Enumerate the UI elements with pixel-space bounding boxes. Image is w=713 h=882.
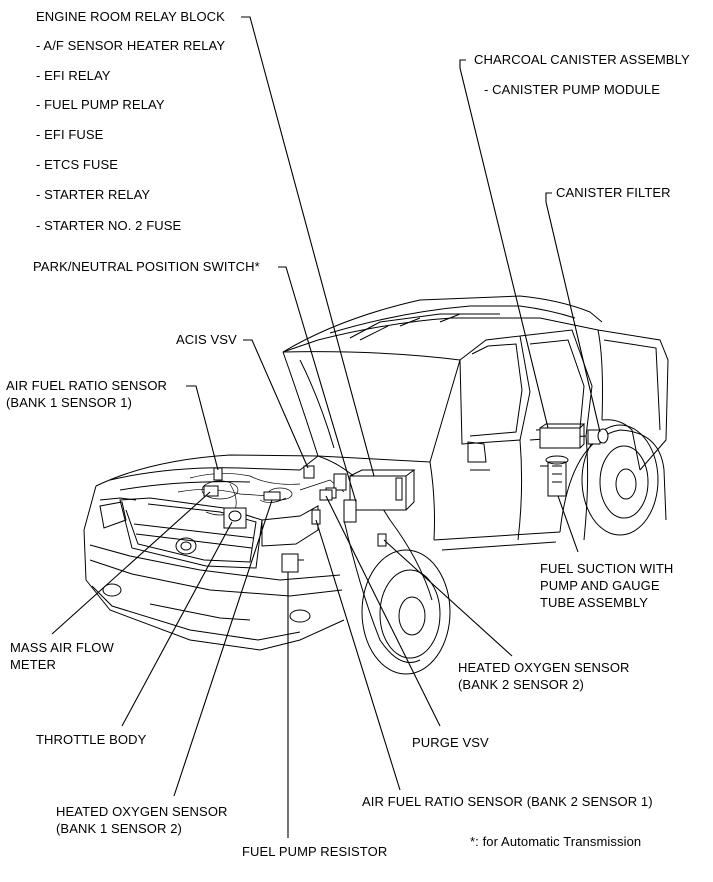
label-fuel-suction-line3: TUBE ASSEMBLY: [540, 595, 648, 610]
label-heated-o2-b2s2-line2: (BANK 2 SENSOR 2): [458, 677, 584, 692]
leader-heated-o2-b1s2: [173, 499, 273, 797]
maf-part: [203, 485, 219, 497]
label-purge-vsv: PURGE VSV: [412, 735, 489, 750]
leader-af-b2s1: [315, 519, 401, 791]
park-neutral-switch-part: [343, 499, 357, 523]
leader-fuel-suction: [557, 495, 579, 553]
label-maf-line2: METER: [10, 657, 56, 672]
leader-relay-block: [241, 16, 375, 477]
leader-lines: [51, 16, 601, 838]
component-parts: [203, 423, 609, 573]
label-af-sensor-b2s1: AIR FUEL RATIO SENSOR (BANK 2 SENSOR 1): [362, 794, 653, 809]
label-starter-relay: - STARTER RELAY: [36, 187, 151, 202]
label-canister-filter: CANISTER FILTER: [556, 185, 671, 200]
leader-acis-vsv: [243, 339, 309, 469]
label-charcoal-canister: CHARCOAL CANISTER ASSEMBLY: [474, 52, 690, 67]
throttle-body-part: [223, 507, 247, 529]
label-fuel-pump-resistor: FUEL PUMP RESISTOR: [242, 844, 388, 859]
label-throttle-body: THROTTLE BODY: [36, 732, 147, 747]
label-canister-pump-module: - CANISTER PUMP MODULE: [484, 82, 661, 97]
label-heated-o2-b1s2-line1: HEATED OXYGEN SENSOR: [56, 804, 228, 819]
leader-heated-o2-b2s2: [383, 539, 513, 657]
fuel-suction-part: [547, 461, 567, 497]
label-efi-fuse: - EFI FUSE: [36, 127, 104, 142]
label-park-neutral-switch: PARK/NEUTRAL POSITION SWITCH*: [33, 259, 260, 274]
label-af-sensor-b1s1-line1: AIR FUEL RATIO SENSOR: [6, 378, 168, 393]
label-fuel-suction-line1: FUEL SUCTION WITH: [540, 561, 674, 576]
label-af-sensor-b1s1-line2: (BANK 1 SENSOR 1): [6, 395, 132, 410]
leader-canister-filter: [545, 192, 601, 433]
leader-throttle-body: [121, 521, 233, 727]
canister-filter-part: [597, 428, 609, 444]
leader-park-neutral: [278, 266, 357, 503]
purge-vsv-part: [319, 489, 333, 501]
leader-af-b1s1: [186, 385, 219, 471]
label-acis-vsv: ACIS VSV: [176, 332, 237, 347]
leader-purge-vsv: [325, 495, 441, 727]
label-heated-o2-b1s2-line2: (BANK 1 SENSOR 2): [56, 821, 182, 836]
acis-vsv-part: [303, 465, 315, 479]
label-engine-room-relay-block: ENGINE ROOM RELAY BLOCK: [36, 9, 225, 24]
label-fuel-suction-line2: PUMP AND GAUGE: [540, 578, 660, 593]
label-fuel-pump-relay: - FUEL PUMP RELAY: [36, 97, 165, 112]
charcoal-canister-part: [539, 427, 581, 449]
leader-maf: [51, 491, 211, 635]
footnote-automatic-transmission: *: for Automatic Transmission: [470, 834, 642, 849]
label-maf-line1: MASS AIR FLOW: [10, 640, 114, 655]
label-af-sensor-heater-relay: - A/F SENSOR HEATER RELAY: [36, 38, 226, 53]
af-sensor-bank2-part: [311, 509, 321, 525]
fuel-pump-resistor-part: [281, 553, 299, 573]
label-heated-o2-b2s2-line1: HEATED OXYGEN SENSOR: [458, 660, 630, 675]
label-etcs-fuse: - ETCS FUSE: [36, 157, 118, 172]
leader-canister-assy: [459, 59, 549, 429]
label-efi-relay: - EFI RELAY: [36, 68, 111, 83]
label-starter-no2-fuse: - STARTER NO. 2 FUSE: [36, 218, 182, 233]
